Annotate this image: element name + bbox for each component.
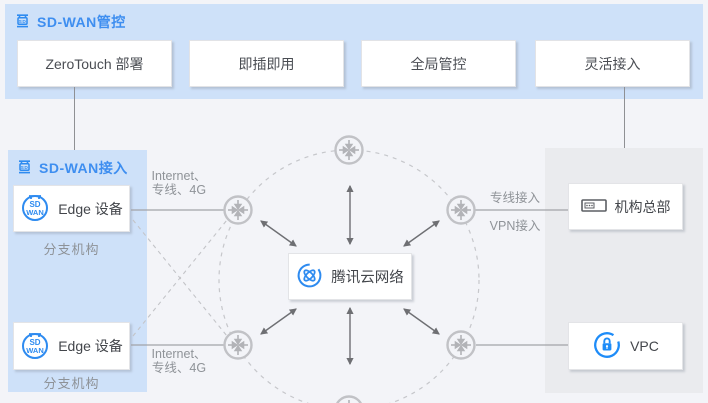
mgmt-to-access-connector bbox=[74, 87, 75, 150]
management-title-text: SD-WAN管控 bbox=[37, 14, 126, 30]
uplink-label-line2: 专线、4G bbox=[151, 183, 207, 197]
router-icon bbox=[446, 195, 476, 225]
hq-card: 机构总部 bbox=[568, 183, 683, 230]
uplink-label: Internet、 专线、4G bbox=[140, 169, 218, 197]
sdwan-badge-icon: SD bbox=[16, 158, 33, 178]
tencent-cloud-label: 腾讯云网络 bbox=[331, 270, 404, 286]
branch-site-label: 分支机构 bbox=[43, 242, 100, 257]
router-icon bbox=[446, 330, 476, 360]
tencent-cloud-icon bbox=[296, 262, 323, 292]
edge2-to-router1-dashed-link bbox=[132, 219, 228, 337]
branch-site-label: 分支机构 bbox=[43, 376, 100, 391]
edge-device-label: Edge 设备 bbox=[58, 200, 123, 217]
cloud-upright-arrow bbox=[403, 220, 440, 247]
uplink-label-line2: 专线、4G bbox=[151, 361, 207, 375]
feature-box-plugplay: 即插即用 bbox=[189, 40, 344, 87]
gateway-appliance-icon bbox=[580, 198, 607, 216]
leased-line-access-label: 专线接入 bbox=[489, 191, 540, 205]
vpc-card: VPC bbox=[568, 322, 683, 370]
edge1-to-router2-dashed-link bbox=[132, 219, 228, 337]
tencent-cloud-network-card: 腾讯云网络 bbox=[288, 253, 412, 300]
router-icon bbox=[223, 195, 253, 225]
feature-box-zerotouch: ZeroTouch 部署 bbox=[17, 40, 172, 87]
feature-box-flexible-access: 灵活接入 bbox=[535, 40, 690, 87]
svg-text:SD: SD bbox=[19, 19, 27, 25]
vpc-label: VPC bbox=[630, 338, 659, 354]
sdwan-badge-icon: SD bbox=[14, 12, 31, 32]
vpn-access-label: VPN接入 bbox=[489, 219, 541, 233]
uplink-label: Internet、 专线、4G bbox=[140, 347, 218, 375]
feature-box-global-control: 全局管控 bbox=[361, 40, 516, 87]
edge-device-label: Edge 设备 bbox=[58, 338, 123, 354]
cloud-downleft-arrow bbox=[260, 308, 297, 335]
mgmt-to-dc-connector bbox=[624, 87, 625, 148]
access-title: SD SD-WAN接入 bbox=[16, 158, 128, 178]
uplink-label-line1: Internet、 bbox=[151, 169, 207, 183]
svg-text:SD: SD bbox=[21, 165, 29, 171]
edge-device-icon bbox=[20, 330, 50, 363]
edge-device-card: Edge 设备 bbox=[13, 185, 130, 232]
router-icon bbox=[223, 330, 253, 360]
uplink-label-line1: Internet、 bbox=[151, 347, 207, 361]
edge-device-card: Edge 设备 bbox=[13, 322, 130, 370]
access-title-text: SD-WAN接入 bbox=[39, 160, 128, 176]
management-title: SD SD-WAN管控 bbox=[14, 12, 126, 32]
cloud-upleft-arrow bbox=[260, 220, 297, 247]
router-icon bbox=[334, 135, 364, 165]
cloud-downright-arrow bbox=[403, 308, 440, 335]
lock-icon bbox=[592, 330, 622, 363]
router-icon bbox=[334, 395, 364, 403]
hq-label: 机构总部 bbox=[614, 198, 671, 215]
edge-device-icon bbox=[20, 192, 50, 225]
